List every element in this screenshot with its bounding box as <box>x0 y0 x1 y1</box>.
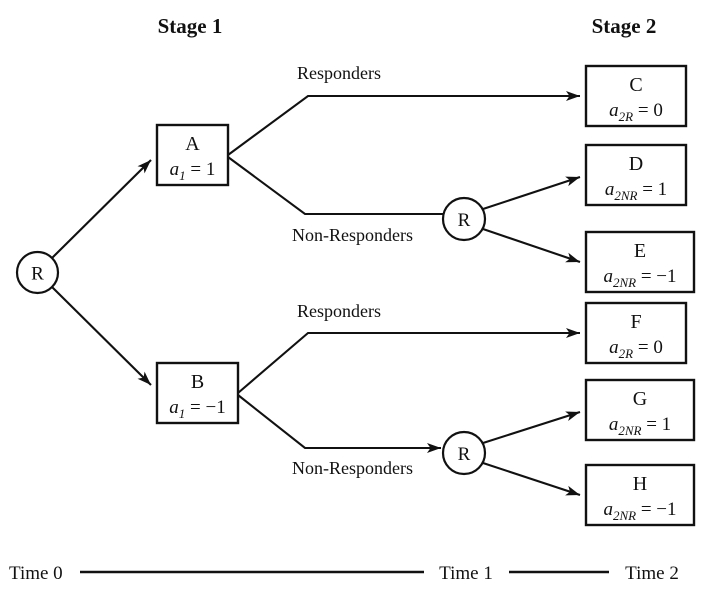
box-outline <box>584 378 696 442</box>
arrow-head-icon <box>565 252 580 263</box>
edge-A-to-C <box>227 91 580 156</box>
randomization-circle <box>441 430 487 476</box>
box-formula: a2NR = 1 <box>609 414 671 438</box>
randomization-label: R <box>458 444 471 465</box>
box-letter: H <box>633 473 647 495</box>
randomization-circle <box>15 250 60 295</box>
box-formula: a1 = 1 <box>170 159 216 183</box>
box-outline <box>155 361 240 425</box>
box-letter: F <box>630 311 641 333</box>
box-formula: a2NR = −1 <box>603 499 676 523</box>
arrow-head-icon <box>565 485 580 496</box>
edge-B-to-F <box>237 328 580 394</box>
box-outline <box>584 230 696 294</box>
box-formula: a2R = 0 <box>609 337 663 361</box>
randomization-node-R0: R <box>15 250 60 295</box>
arrow-head-icon <box>566 328 580 338</box>
randomization-label: R <box>31 264 44 285</box>
edges-layer <box>51 91 581 496</box>
box-formula: a2NR = −1 <box>603 266 676 290</box>
box-outline <box>584 64 688 128</box>
randomization-node-R2: R <box>441 430 487 476</box>
edge-labels: Responders Non-Responders Responders Non… <box>292 63 413 478</box>
edge-label-responders-bottom: Responders <box>297 301 381 321</box>
edge-label-non-responders-top: Non-Responders <box>292 225 413 245</box>
timeline-label-time-0: Time 0 <box>9 563 63 584</box>
edge-R2-to-G <box>482 410 581 445</box>
box-letter: A <box>185 133 200 155</box>
box-formula: a2NR = 1 <box>605 179 667 203</box>
timeline-label-time-2: Time 2 <box>625 563 679 584</box>
timeline-label-time-1: Time 1 <box>439 563 493 584</box>
arrow-head-icon <box>427 443 441 453</box>
arrow-head-icon <box>566 91 580 101</box>
treatment-box-A: Aa1 = 1 <box>155 123 230 187</box>
randomization-node-R1: R <box>441 196 487 242</box>
randomization-label: R <box>458 210 471 231</box>
box-outline <box>584 301 688 365</box>
box-formula: a2R = 0 <box>609 100 663 124</box>
box-formula: a1 = −1 <box>169 397 225 421</box>
box-outline <box>584 463 696 527</box>
timeline: Time 0 Time 1 Time 2 <box>9 563 679 584</box>
treatment-box-B: Ba1 = −1 <box>155 361 240 425</box>
edge-label-non-responders-bottom: Non-Responders <box>292 458 413 478</box>
edge-R2-to-H <box>482 462 581 496</box>
randomization-circle <box>441 196 487 242</box>
edge-label-responders-top: Responders <box>297 63 381 83</box>
edge-A-to-R1 <box>227 156 443 216</box>
arrow-head-icon <box>565 411 580 422</box>
box-outline <box>584 143 688 207</box>
randomization-nodes-layer: R R R <box>15 196 487 476</box>
box-letter: D <box>629 153 643 175</box>
box-letter: E <box>634 240 646 262</box>
box-letter: B <box>191 371 204 393</box>
arrow-head-icon <box>137 160 151 174</box>
edge-R1-to-D <box>482 176 581 210</box>
edge-B-to-R2 <box>237 394 441 453</box>
edge-R0-to-B <box>51 286 152 386</box>
box-letter: C <box>629 74 642 96</box>
stage-headings: Stage 1 Stage 2 <box>158 14 657 38</box>
stage-1-heading: Stage 1 <box>158 14 223 38</box>
stage-2-heading: Stage 2 <box>592 14 657 38</box>
box-outline <box>155 123 230 187</box>
box-letter: G <box>633 388 647 410</box>
edge-R1-to-E <box>482 228 581 263</box>
edge-R0-to-A <box>51 159 152 259</box>
arrow-head-icon <box>565 176 580 187</box>
arrow-head-icon <box>137 371 151 385</box>
